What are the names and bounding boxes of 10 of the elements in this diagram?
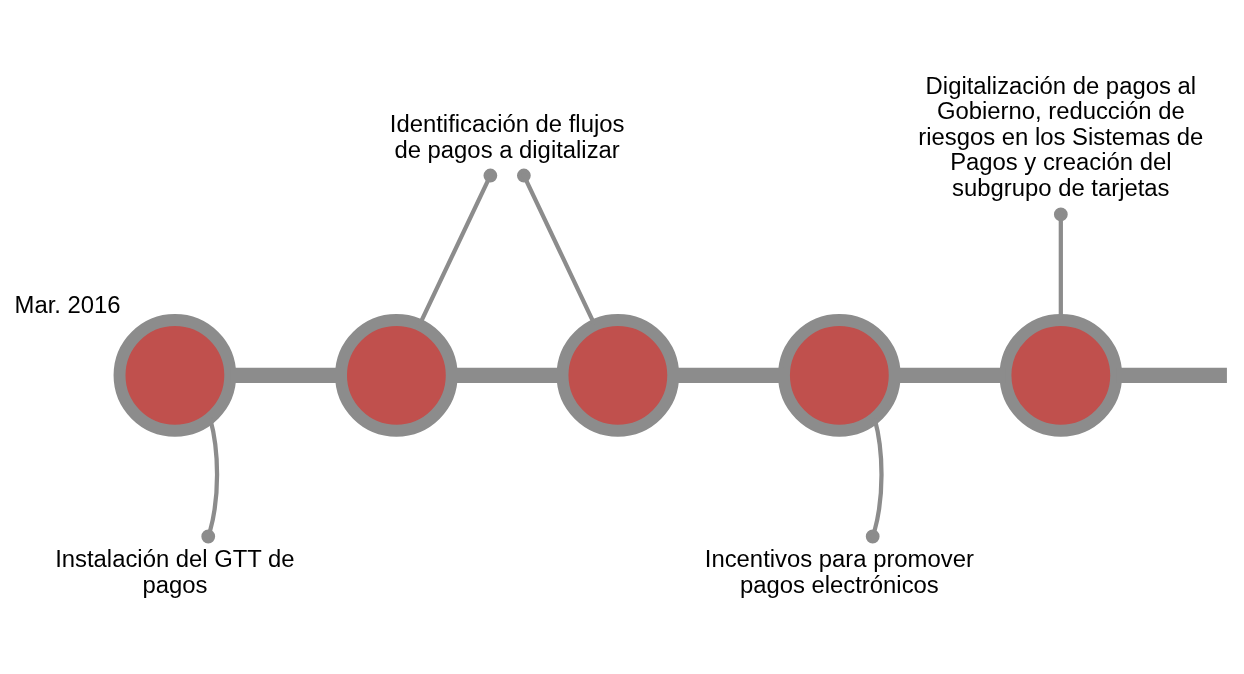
node-circle (556, 314, 680, 437)
node-text: Incentivos para promover pagos electrónicos (704, 545, 974, 598)
node-circle (778, 314, 901, 437)
node-circle (999, 314, 1123, 437)
node-circle (335, 314, 458, 437)
node-label: Mar. 2016 (14, 291, 121, 319)
node-text: Identificación de flujos de pagos a digitalizar (389, 110, 625, 163)
node-text: Instalación del GTT de pagos (55, 545, 295, 598)
node-text: Digitalización de pagos al Gobierno, reducción de riesgos en los Sistemas de Pagos y creación del subgrupo de tarjetas (918, 71, 1204, 201)
node-circle (113, 314, 237, 437)
